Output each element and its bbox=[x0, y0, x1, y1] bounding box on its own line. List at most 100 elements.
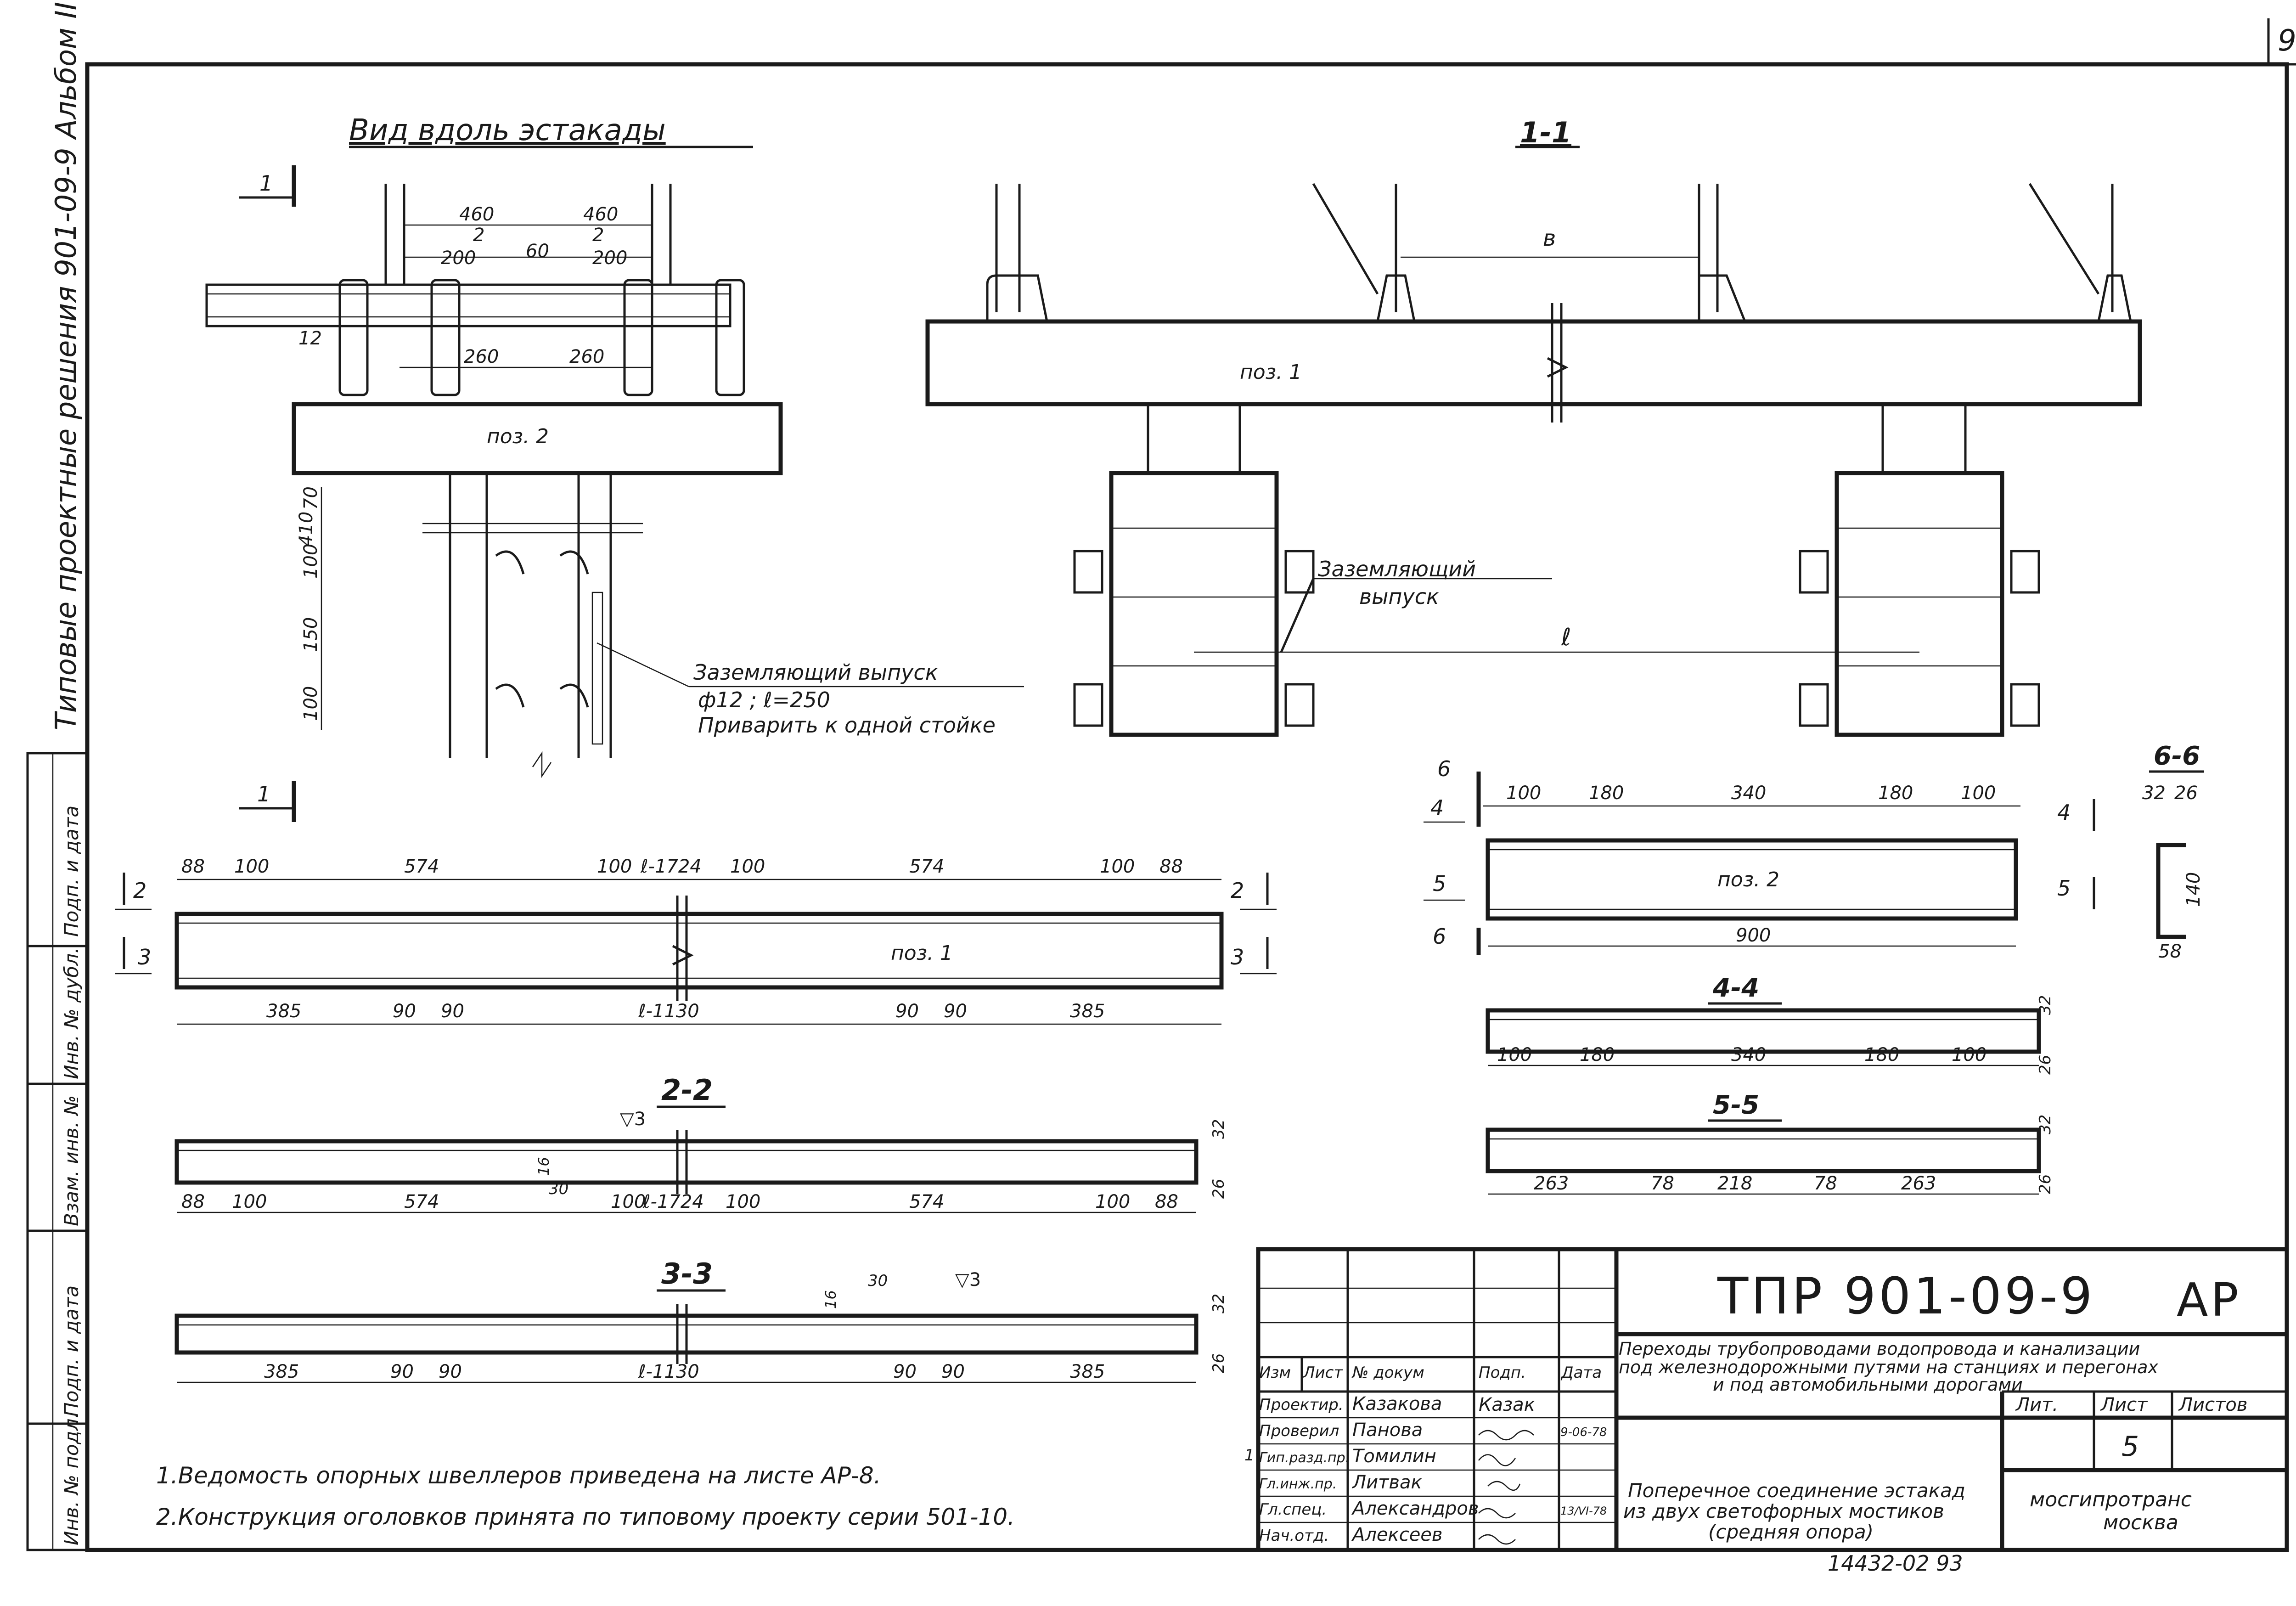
svg-text:▽3: ▽3 bbox=[955, 1269, 981, 1290]
svg-text:263: 263 bbox=[1534, 1173, 1569, 1194]
svg-text:1: 1 bbox=[257, 782, 270, 806]
svg-text:90: 90 bbox=[390, 1361, 414, 1382]
svg-text:Приварить к одной стойке: Приварить к одной стойке bbox=[698, 713, 996, 738]
svg-text:Литвак: Литвак bbox=[1351, 1472, 1422, 1493]
svg-text:78: 78 bbox=[1651, 1173, 1674, 1194]
svg-text:3-3: 3-3 bbox=[661, 1257, 713, 1290]
svg-text:90: 90 bbox=[895, 1001, 919, 1022]
svg-text:1: 1 bbox=[1244, 1446, 1255, 1465]
svg-text:4: 4 bbox=[1430, 795, 1444, 820]
svg-text:в: в bbox=[1543, 225, 1556, 251]
svg-text:Заземляющий: Заземляющий bbox=[1318, 557, 1476, 581]
svg-text:150: 150 bbox=[300, 617, 321, 652]
svg-text:90: 90 bbox=[944, 1001, 967, 1022]
margin-cell-5: Инв. № подл. bbox=[60, 1412, 83, 1545]
svg-text:32: 32 bbox=[2142, 783, 2166, 804]
svg-text:180: 180 bbox=[1580, 1044, 1615, 1065]
svg-text:60: 60 bbox=[526, 241, 549, 262]
svg-text:4: 4 bbox=[2057, 800, 2071, 825]
svg-text:3: 3 bbox=[138, 945, 151, 969]
svg-text:12: 12 bbox=[298, 328, 322, 349]
svg-text:100: 100 bbox=[234, 856, 269, 877]
svg-text:58: 58 bbox=[2158, 941, 2182, 962]
svg-text:460: 460 bbox=[583, 204, 618, 225]
margin-cell-3: Взам. инв. № bbox=[60, 1095, 83, 1226]
svg-text:100: 100 bbox=[1506, 783, 1541, 804]
pos1-label-11: поз. 1 bbox=[1240, 361, 1302, 384]
view-along-title: Вид вдоль эстакады bbox=[349, 113, 666, 147]
svg-text:ℓ-1130: ℓ-1130 bbox=[638, 1001, 699, 1022]
svg-text:4-4: 4-4 bbox=[1712, 973, 1759, 1003]
svg-text:574: 574 bbox=[404, 856, 439, 877]
svg-text:900: 900 bbox=[1736, 925, 1771, 946]
svg-text:140: 140 bbox=[2183, 872, 2204, 907]
section-1-1-title: 1-1 bbox=[1520, 116, 1571, 149]
svg-text:100: 100 bbox=[730, 856, 765, 877]
svg-text:260: 260 bbox=[464, 346, 499, 367]
svg-text:200: 200 bbox=[592, 248, 627, 269]
svg-text:Переходы трубопроводами водопр: Переходы трубопроводами водопровода и ка… bbox=[1619, 1339, 2140, 1359]
svg-text:Лист: Лист bbox=[1302, 1364, 1343, 1382]
svg-text:5: 5 bbox=[2057, 876, 2071, 901]
svg-text:88: 88 bbox=[1155, 1191, 1178, 1212]
svg-text:под железнодорожными путями на: под железнодорожными путями на станциях … bbox=[1619, 1357, 2158, 1377]
svg-text:Казак: Казак bbox=[1479, 1394, 1535, 1415]
svg-text:6-6: 6-6 bbox=[2154, 741, 2200, 771]
svg-text:90: 90 bbox=[439, 1361, 462, 1382]
svg-text:385: 385 bbox=[1070, 1361, 1105, 1382]
svg-text:5-5: 5-5 bbox=[1713, 1090, 1759, 1120]
svg-text:90: 90 bbox=[441, 1001, 464, 1022]
svg-text:574: 574 bbox=[909, 856, 944, 877]
svg-text:Панова: Панова bbox=[1352, 1420, 1423, 1441]
svg-text:88: 88 bbox=[181, 856, 205, 877]
svg-text:200: 200 bbox=[441, 248, 476, 269]
svg-text:32: 32 bbox=[2036, 995, 2054, 1015]
svg-text:340: 340 bbox=[1731, 1044, 1766, 1065]
svg-text:5: 5 bbox=[1433, 871, 1446, 896]
svg-text:100: 100 bbox=[597, 856, 632, 877]
svg-text:100: 100 bbox=[232, 1191, 267, 1212]
svg-text:88: 88 bbox=[181, 1191, 205, 1212]
svg-text:из двух светофорных мостиков: из двух светофорных мостиков bbox=[1623, 1500, 1944, 1522]
svg-text:Лист: Лист bbox=[2100, 1394, 2148, 1415]
svg-text:Лит.: Лит. bbox=[2015, 1394, 2058, 1415]
svg-text:574: 574 bbox=[404, 1191, 439, 1212]
svg-text:32: 32 bbox=[1210, 1294, 1228, 1313]
margin-cell-4: Подп. и дата bbox=[60, 1285, 83, 1417]
margin-cell-2: Инв. № дубл. bbox=[60, 947, 83, 1079]
svg-text:ℓ: ℓ bbox=[1561, 624, 1571, 651]
svg-text:2-2: 2-2 bbox=[661, 1073, 713, 1107]
svg-text:100: 100 bbox=[1497, 1044, 1532, 1065]
svg-text:Алексеев: Алексеев bbox=[1351, 1524, 1442, 1545]
svg-text:100: 100 bbox=[611, 1191, 646, 1212]
svg-text:340: 340 bbox=[1731, 783, 1766, 804]
svg-text:2: 2 bbox=[1231, 878, 1244, 903]
beam-pos2-plan: 6 4 4 5 5 6 100 180 340 180 100 поз. 2 9… bbox=[1424, 756, 2095, 955]
section-4-4: 4-4 100 180 340 180 100 32 26 bbox=[1486, 973, 2054, 1075]
section-5-5: 5-5 263 78 218 78 263 32 26 bbox=[1486, 1090, 2054, 1195]
svg-text:32: 32 bbox=[1210, 1119, 1228, 1139]
svg-text:180: 180 bbox=[1864, 1044, 1899, 1065]
section-3-3: 3-3 ▽3 30 16 385 90 90 ℓ-1130 90 90 385 … bbox=[174, 1257, 1228, 1383]
svg-text:263: 263 bbox=[1901, 1173, 1936, 1194]
svg-text:Нач.отд.: Нач.отд. bbox=[1259, 1527, 1329, 1545]
svg-text:260: 260 bbox=[569, 346, 604, 367]
view-along-overpass: Вид вдоль эстакады 1 460 460 2 2 200 60 … bbox=[205, 113, 1024, 778]
pos1-label-plan: поз. 1 bbox=[891, 941, 953, 965]
svg-text:385: 385 bbox=[1070, 1001, 1105, 1022]
svg-text:6: 6 bbox=[1433, 924, 1446, 949]
svg-text:1: 1 bbox=[259, 171, 273, 196]
svg-text:ф12 ; ℓ=250: ф12 ; ℓ=250 bbox=[698, 687, 830, 712]
beam-pos1-plan: 1 2 3 2 3 88 100 574 100 ℓ-1724 100 574 … bbox=[115, 781, 1277, 1025]
svg-text:москва: москва bbox=[2103, 1511, 2178, 1534]
svg-text:2: 2 bbox=[133, 878, 146, 903]
svg-text:30: 30 bbox=[868, 1272, 888, 1290]
svg-text:13/VI-78: 13/VI-78 bbox=[1560, 1505, 1607, 1517]
svg-text:ℓ-1724: ℓ-1724 bbox=[642, 1191, 704, 1212]
svg-text:№ докум: № докум bbox=[1351, 1364, 1424, 1382]
svg-text:26: 26 bbox=[1210, 1179, 1228, 1199]
document-code: ТПР 901-09-9 bbox=[1717, 1267, 2095, 1325]
svg-text:32: 32 bbox=[2036, 1115, 2054, 1134]
album-title: Типовые проектные решения 901-09-9 Альбо… bbox=[49, 2, 83, 730]
